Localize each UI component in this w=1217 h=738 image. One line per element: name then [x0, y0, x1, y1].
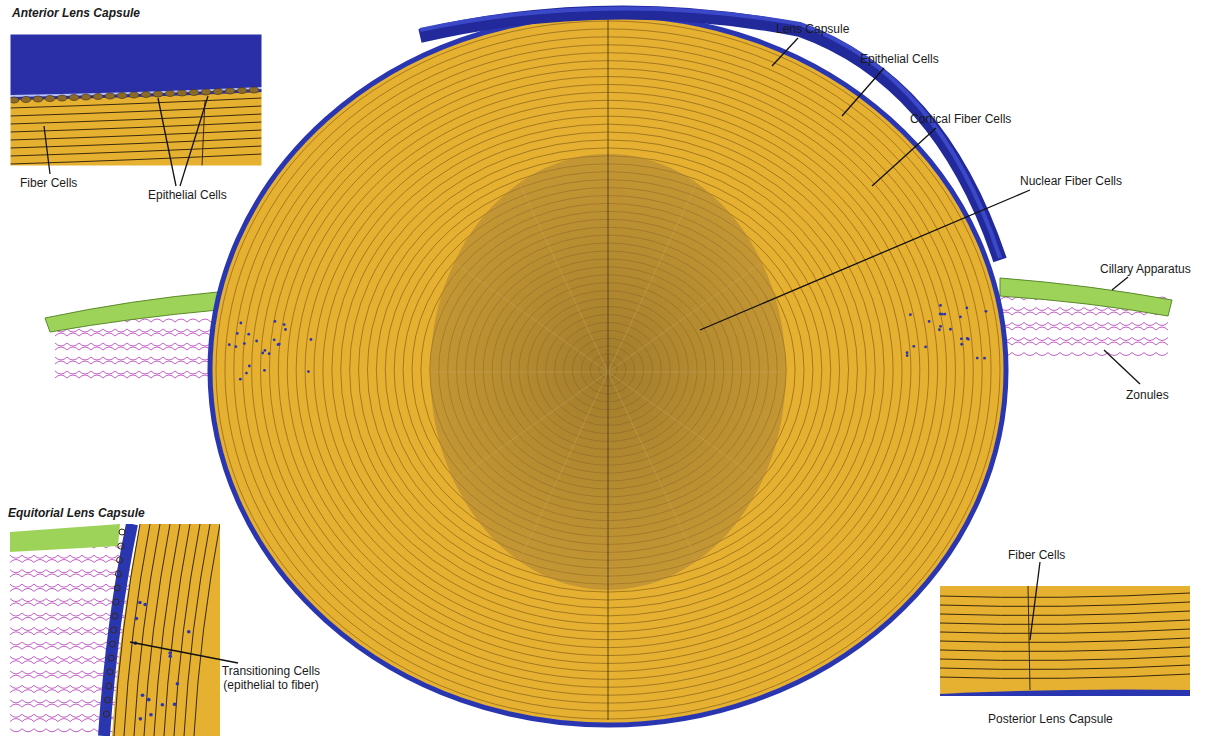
part-label: Fiber Cells [1008, 548, 1065, 562]
part-label: Epithelial Cells [148, 188, 227, 202]
inset-title: Equitorial Lens Capsule [8, 506, 145, 520]
part-label: Fiber Cells [20, 176, 77, 190]
part-label: Transitioning Cells (epithelial to fiber… [196, 664, 346, 693]
part-label: Epithelial Cells [860, 52, 939, 66]
part-label: Cortical Fiber Cells [910, 112, 1011, 126]
part-label: Cillary Apparatus [1100, 262, 1191, 276]
part-label: Posterior Lens Capsule [988, 712, 1113, 726]
part-label: Nuclear Fiber Cells [1020, 174, 1122, 188]
part-label: Zonules [1126, 388, 1169, 402]
part-label: Lens Capsule [776, 22, 849, 36]
inset-title: Anterior Lens Capsule [12, 6, 140, 20]
